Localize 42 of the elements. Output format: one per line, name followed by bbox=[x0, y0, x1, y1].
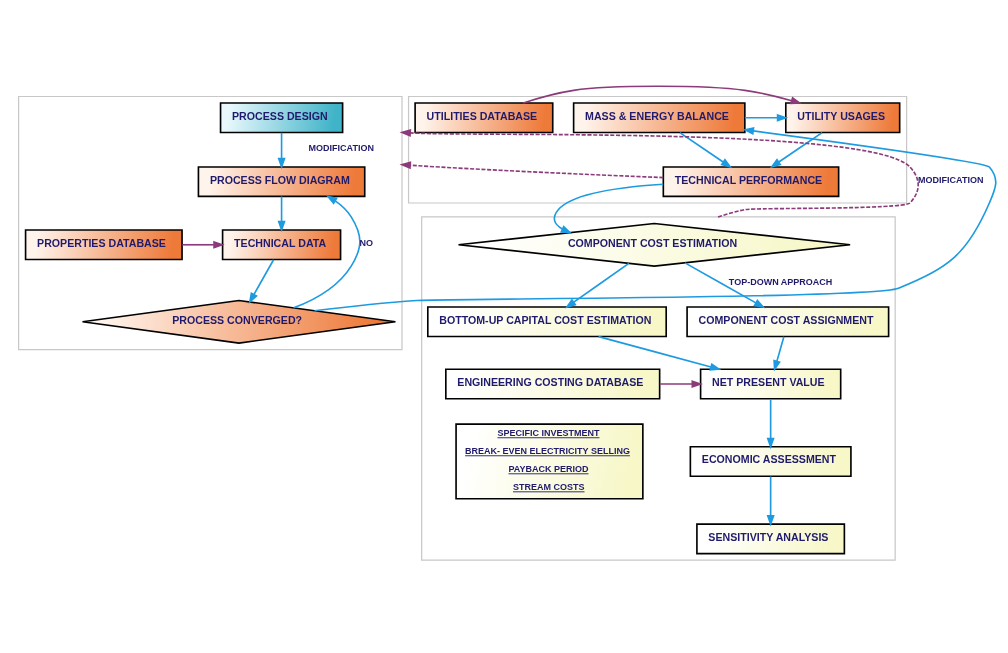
node-box: SENSITIVITY ANALYSIS bbox=[696, 523, 846, 555]
node-box: NET PRESENT VALUE bbox=[699, 368, 842, 400]
edge-label: NO bbox=[359, 238, 373, 249]
arrow bbox=[564, 262, 630, 309]
arrow bbox=[248, 258, 275, 304]
node-box: PROPERTIES DATABASE bbox=[24, 229, 183, 261]
arrow bbox=[766, 398, 775, 450]
arrow bbox=[399, 128, 919, 218]
arrow bbox=[684, 262, 766, 309]
arrow bbox=[679, 131, 733, 169]
arrow bbox=[553, 183, 664, 234]
edge-label: MODIFICATION bbox=[918, 175, 984, 186]
node-box: PROCESS DESIGN bbox=[219, 102, 344, 134]
arrow bbox=[769, 131, 823, 169]
arrow bbox=[744, 113, 789, 122]
arrow bbox=[658, 380, 703, 389]
node-box: SPECIFIC INVESTMENT BREAK- EVEN ELECTRICITY SELLING PAYBACK PERIOD STREAM COSTS bbox=[455, 423, 644, 500]
node-box: PROCESS FLOW DIAGRAM bbox=[197, 166, 366, 198]
node-box: BOTTOM-UP CAPITAL COST ESTIMATION bbox=[427, 306, 667, 338]
arrow bbox=[522, 85, 803, 105]
node-box: UTILITY USAGES bbox=[784, 102, 901, 134]
node-box: MASS & ENERGY BALANCE bbox=[572, 102, 746, 134]
edge-label: TOP-DOWN APPROACH bbox=[728, 276, 833, 287]
node-box: COMPONENT COST ASSIGNMENT bbox=[686, 306, 890, 338]
arrow bbox=[277, 195, 286, 233]
edge-label: MODIFICATION bbox=[308, 143, 374, 154]
arrow bbox=[766, 475, 775, 527]
node-box: ECONOMIC ASSESSMENT bbox=[689, 445, 852, 477]
node-box: UTILITIES DATABASE bbox=[414, 102, 554, 134]
arrow bbox=[181, 240, 225, 249]
arrow bbox=[292, 195, 361, 309]
node-box: TECHNICAL PERFORMANCE bbox=[662, 166, 840, 198]
arrow bbox=[597, 335, 722, 371]
node-diamond: PROCESS CONVERGED? bbox=[81, 299, 397, 344]
arrow bbox=[399, 161, 665, 179]
arrow bbox=[313, 127, 997, 312]
arrow bbox=[277, 131, 286, 170]
node-box: TECHNICAL DATA bbox=[221, 229, 342, 261]
cluster bbox=[18, 95, 403, 351]
arrow bbox=[773, 335, 785, 372]
cluster bbox=[421, 216, 896, 561]
node-box: ENGINEERING COSTING DATABASE bbox=[445, 368, 661, 400]
